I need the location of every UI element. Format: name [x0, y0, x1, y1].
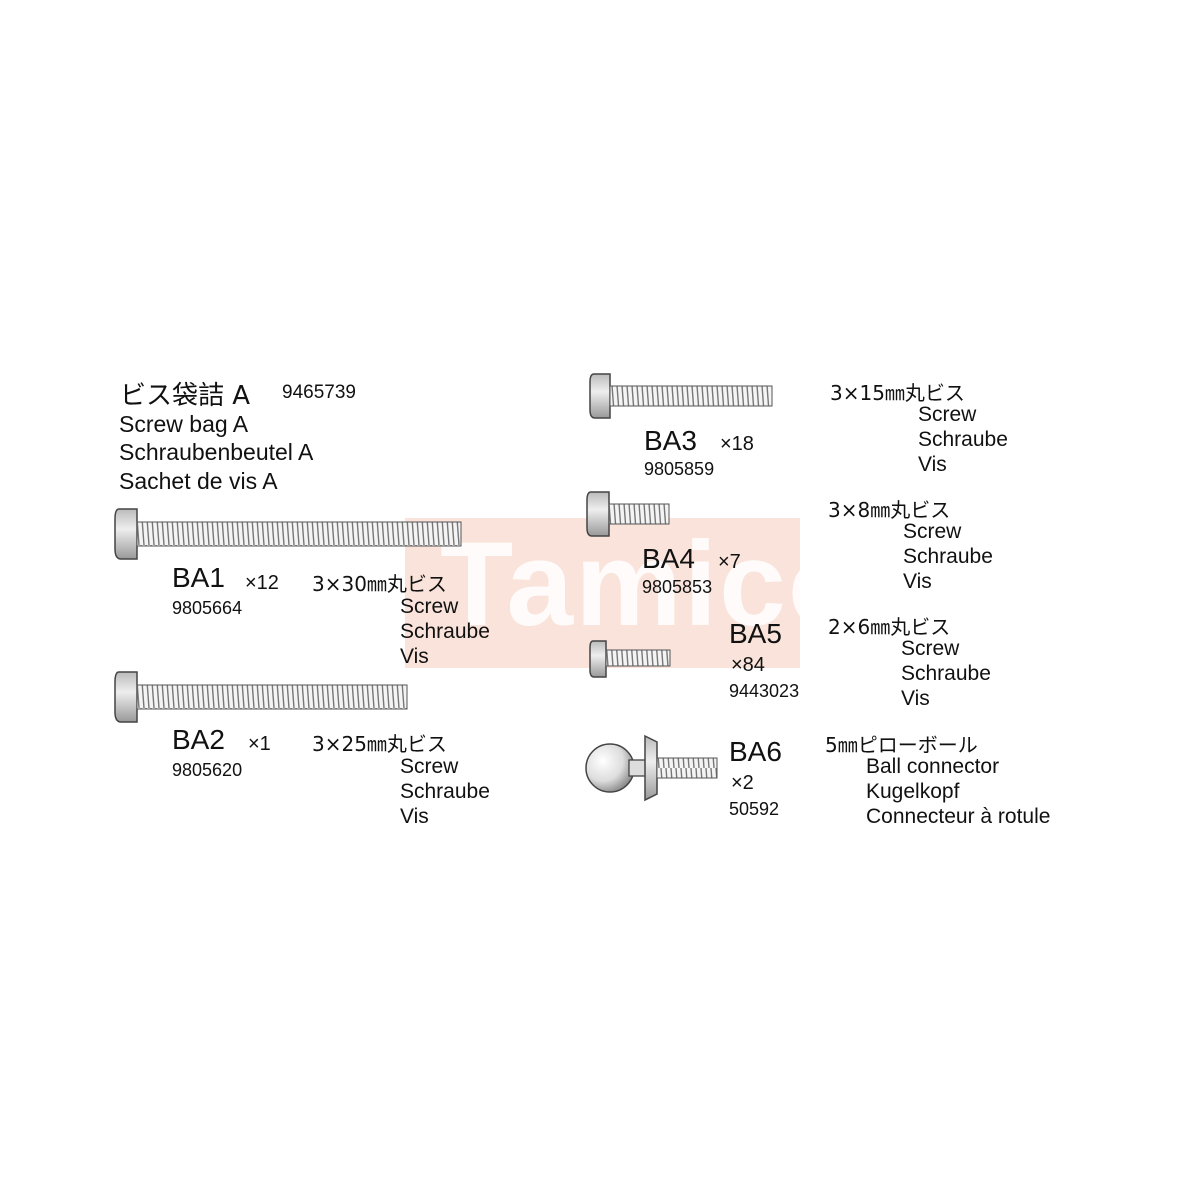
ba3-number: 9805859 [644, 459, 715, 479]
ba5-desc-jp: 2×6㎜丸ビス [828, 615, 951, 639]
watermark-logo: Tamico [440, 517, 864, 651]
ba5-number: 9443023 [729, 681, 800, 701]
screw-ba3-drawing [589, 373, 773, 419]
ba1-desc-de: Schraube [400, 620, 490, 643]
ba4-number: 9805853 [642, 577, 713, 597]
ba3-desc-de: Schraube [918, 428, 1008, 451]
ba6-desc-jp: 5㎜ピローボール [825, 733, 978, 757]
ba3-desc-fr: Vis [918, 453, 947, 476]
ba3-desc-jp: 3×15㎜丸ビス [830, 381, 965, 405]
ba4-desc-jp: 3×8㎜丸ビス [828, 498, 951, 522]
ba6-code: BA6 [729, 736, 782, 767]
ba5-qty: ×84 [731, 654, 765, 676]
ba5-desc-fr: Vis [901, 687, 930, 710]
ba1-code: BA1 [172, 562, 225, 593]
ba6-number: 50592 [729, 799, 780, 819]
ball-connector-ba6-drawing [585, 734, 718, 802]
ba2-desc-jp: 3×25㎜丸ビス [312, 732, 447, 756]
screw-ba1-drawing [114, 508, 462, 560]
ba5-code: BA5 [729, 618, 782, 649]
ba1-desc-en: Screw [400, 595, 459, 618]
ba6-desc-fr: Connecteur à rotule [866, 805, 1051, 828]
bag-title-fr: Sachet de vis A [119, 468, 278, 494]
bag-title-en: Screw bag A [119, 411, 249, 437]
ba6-desc-de: Kugelkopf [866, 780, 960, 803]
ba1-desc-fr: Vis [400, 645, 429, 668]
ba1-number: 9805664 [172, 598, 243, 618]
ba3-desc-en: Screw [918, 403, 977, 426]
ba4-desc-fr: Vis [903, 570, 932, 593]
ba5-desc-de: Schraube [901, 662, 991, 685]
ba2-code: BA2 [172, 724, 225, 755]
ba4-code: BA4 [642, 543, 695, 574]
ba4-desc-de: Schraube [903, 545, 993, 568]
ba5-desc-en: Screw [901, 637, 960, 660]
ba6-qty: ×2 [731, 772, 754, 794]
ba4-desc-en: Screw [903, 520, 962, 543]
screw-ba2-drawing [114, 671, 408, 723]
bag-title-de: Schraubenbeutel A [119, 439, 314, 465]
ba6-desc-en: Ball connector [866, 755, 1000, 778]
ba4-qty: ×7 [718, 551, 741, 573]
ba2-desc-de: Schraube [400, 780, 490, 803]
ba2-number: 9805620 [172, 760, 243, 780]
ba2-qty: ×1 [248, 733, 271, 755]
bag-code: 9465739 [282, 382, 356, 403]
ba3-code: BA3 [644, 425, 697, 456]
bag-title-jp: ビス袋詰 A [120, 381, 251, 411]
screw-ba5-drawing [589, 640, 671, 678]
ba2-desc-fr: Vis [400, 805, 429, 828]
ba3-qty: ×18 [720, 433, 754, 455]
screw-ba4-drawing [586, 491, 670, 537]
ba1-qty: ×12 [245, 572, 279, 594]
ba2-desc-en: Screw [400, 755, 459, 778]
ba1-desc-jp: 3×30㎜丸ビス [312, 572, 447, 596]
